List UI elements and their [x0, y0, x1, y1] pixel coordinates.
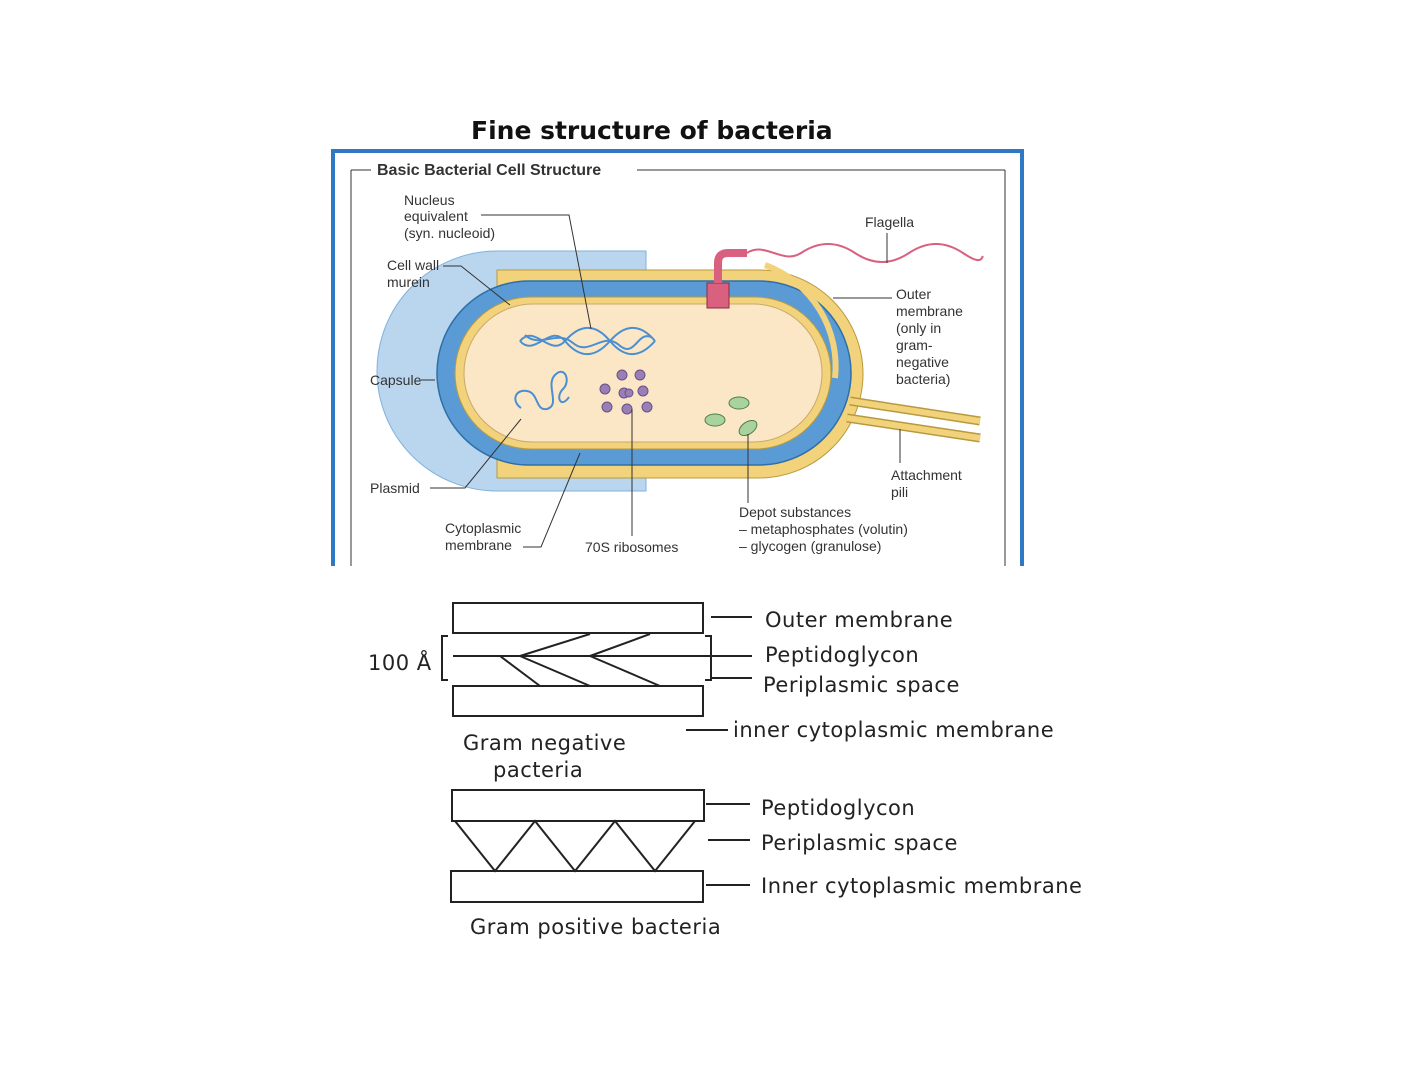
label-flagella: Flagella [865, 214, 914, 230]
gp-caption: Gram positive bacteria [470, 915, 721, 939]
label-depot-2: – metaphosphates (volutin) [739, 521, 908, 537]
label-pili-1: Attachment [891, 467, 962, 483]
nucleoid [519, 326, 656, 356]
label-outer-5: negative [896, 354, 949, 370]
gp-periplasmic-struts [454, 819, 696, 873]
gn-periplasmic-label: Periplasmic space [763, 673, 960, 697]
thickness-label: 100 Å [368, 649, 432, 675]
ribosomes [599, 369, 653, 415]
gn-outer-membrane-label: Outer membrane [765, 608, 953, 632]
label-cytoplasmic-1: Cytoplasmic [445, 520, 521, 536]
label-nucleus-2: equivalent [404, 208, 468, 224]
flagellum-hook [714, 249, 747, 283]
label-depot-1: Depot substances [739, 504, 851, 520]
gp-periplasmic-label: Periplasmic space [761, 831, 958, 855]
gn-caption-1: Gram negative [463, 731, 626, 755]
label-capsule: Capsule [370, 372, 422, 388]
label-outer-6: bacteria) [896, 371, 950, 387]
label-ribosomes: 70S ribosomes [585, 539, 678, 555]
label-cytoplasmic-2: membrane [445, 537, 512, 553]
gn-thickness-bracket-right [705, 635, 712, 681]
gn-periplasmic-struts [460, 655, 541, 687]
plasmid [514, 370, 570, 411]
cellwall-leader [443, 265, 511, 306]
gn-peptidoglycon-label: Peptidoglycon [765, 643, 919, 667]
label-outer-3: (only in [896, 320, 941, 336]
cytoplasmic-leader [523, 452, 581, 548]
gn-outer-membrane-box [452, 602, 704, 634]
label-depot-3: – glycogen (granulose) [739, 538, 881, 554]
label-pili-2: pili [891, 484, 908, 500]
label-nucleus-3: (syn. nucleoid) [404, 225, 495, 241]
cell-structure-diagram: Basic Bacterial Cell Structure [350, 162, 1006, 566]
nucleus-leader [481, 214, 592, 330]
depot-granules [704, 396, 758, 437]
label-outer-4: gram- [896, 337, 933, 353]
label-plasmid: Plasmid [370, 480, 420, 496]
label-cellwall-2: murein [387, 274, 430, 290]
gn-caption-2: pacteria [493, 758, 583, 782]
flagellum-filament [746, 243, 984, 263]
gp-inner-label: Inner cytoplasmic membrane [761, 874, 1082, 898]
figure-heading: Basic Bacterial Cell Structure [377, 162, 601, 179]
label-outer-1: Outer [896, 286, 931, 302]
flagellum-basal-body [706, 282, 730, 309]
gn-inner-membrane-box [452, 685, 704, 717]
gn-thickness-bracket-left [441, 635, 448, 681]
gp-peptidoglycon-label: Peptidoglycon [761, 796, 915, 820]
plasmid-leader [430, 418, 522, 489]
cell-structure-figure: Basic Bacterial Cell Structure [331, 149, 1024, 566]
label-outer-2: membrane [896, 303, 963, 319]
gp-inner-membrane-box [450, 870, 704, 903]
gn-inner-label: inner cytoplasmic membrane [733, 718, 1054, 742]
label-nucleus-1: Nucleus [404, 192, 455, 208]
outer-membrane-arc [763, 262, 839, 379]
page-title: Fine structure of bacteria [471, 116, 833, 145]
gp-peptidoglycan-box [451, 789, 705, 822]
label-cellwall-1: Cell wall [387, 257, 439, 273]
